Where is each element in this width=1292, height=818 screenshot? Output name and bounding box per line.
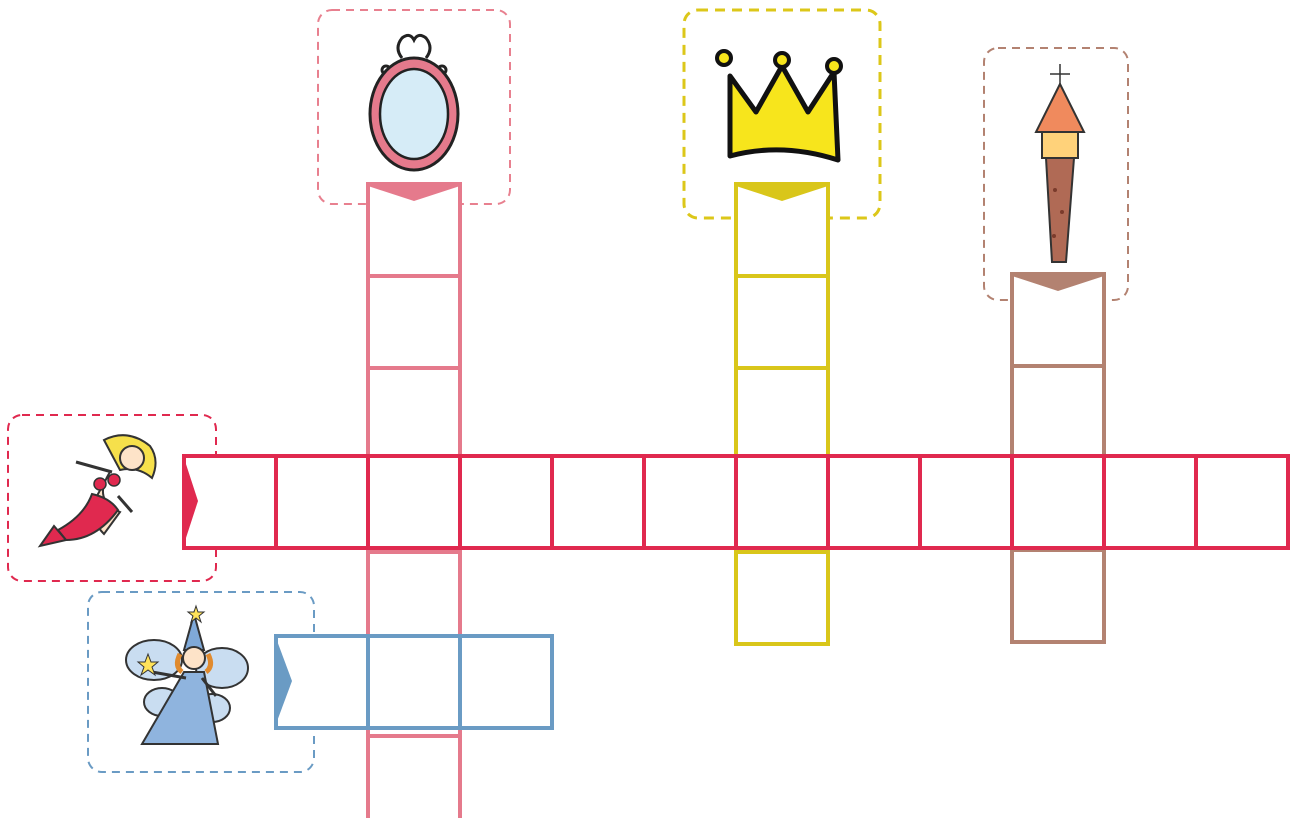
mermaid-icon: [40, 435, 156, 546]
mirror-icon: [370, 35, 458, 170]
fairy-cell-3[interactable]: [460, 636, 552, 728]
tower-cell-4[interactable]: [1012, 550, 1104, 642]
mirror-cell-2[interactable]: [368, 276, 460, 368]
fairy-cell-2[interactable]: [368, 636, 460, 728]
mermaid-cell-2[interactable]: [276, 456, 368, 548]
fairy-icon: [126, 606, 248, 744]
mermaid-cell-10[interactable]: [1012, 456, 1104, 548]
mermaid-cell-3[interactable]: [368, 456, 460, 548]
mirror-cell-7[interactable]: [368, 736, 460, 818]
mermaid-cell-1[interactable]: [184, 456, 276, 548]
mermaid-cell-5[interactable]: [552, 456, 644, 548]
crown-icon: [717, 51, 841, 160]
mermaid-cell-7[interactable]: [736, 456, 828, 548]
mermaid-cell-9[interactable]: [920, 456, 1012, 548]
mermaid-cell-12[interactable]: [1196, 456, 1288, 548]
mermaid-cell-6[interactable]: [644, 456, 736, 548]
mirror-cell-3[interactable]: [368, 368, 460, 460]
mirror-cell-5[interactable]: [368, 552, 460, 644]
crown-cell-2[interactable]: [736, 276, 828, 368]
crown-cell-3[interactable]: [736, 368, 828, 460]
mermaid-cell-8[interactable]: [828, 456, 920, 548]
tower-cell-2[interactable]: [1012, 366, 1104, 458]
crown-cell-5[interactable]: [736, 552, 828, 644]
tower-icon: [1036, 64, 1084, 262]
mermaid-cell-4[interactable]: [460, 456, 552, 548]
mermaid-cell-11[interactable]: [1104, 456, 1196, 548]
